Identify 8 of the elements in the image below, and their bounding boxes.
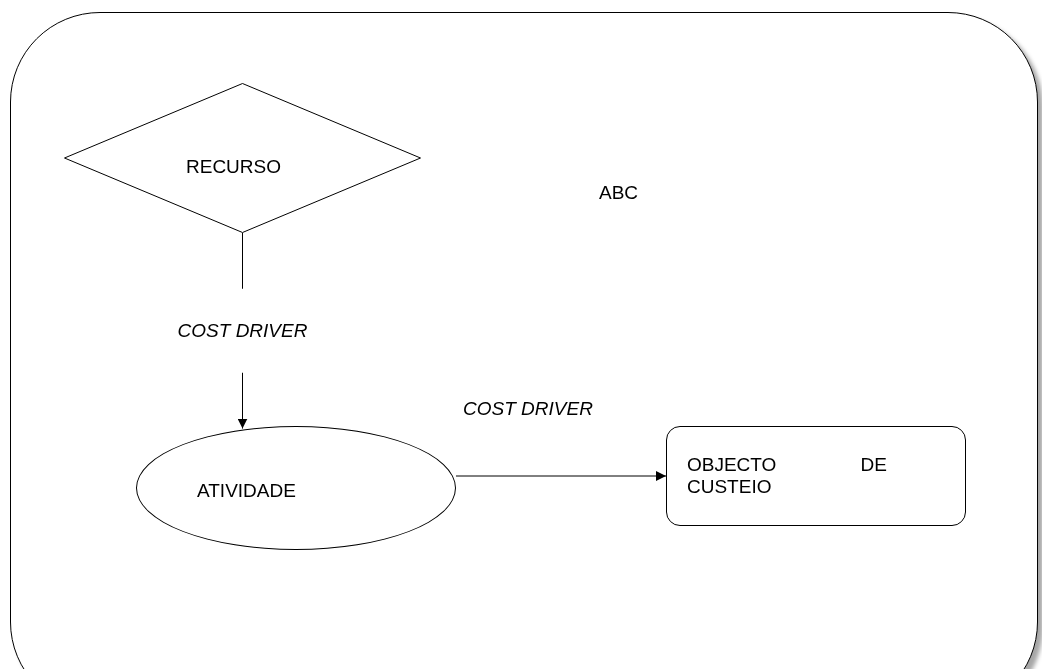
edge-label: COST DRIVER — [462, 396, 594, 421]
diagram-heading: ABC — [599, 181, 639, 205]
node-label: OBJECTO DE CUSTEIO — [687, 454, 887, 498]
rounded-box — [666, 426, 966, 526]
rounded-frame — [10, 12, 1038, 669]
arrow — [455, 471, 667, 481]
node-label: RECURSO — [186, 155, 281, 179]
node-label: ATIVIDADE — [197, 479, 296, 503]
